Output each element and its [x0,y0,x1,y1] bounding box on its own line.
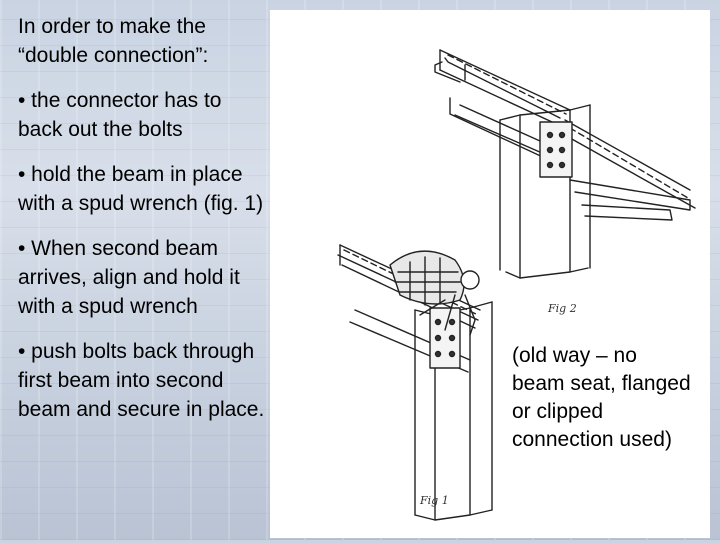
clip-angle-fig1 [429,307,461,369]
fig1-label: Fig 1 [420,494,449,507]
figure-caption: (old way – no beam seat, flanged or clip… [512,344,691,451]
bullet-hold-beam: • hold the beam in place with a spud wre… [18,163,264,215]
intro-paragraph: In order to make the “double connection”… [18,15,209,67]
figure-panel: Fig 2 Fig 1 [270,10,710,538]
beam-left-fig2 [434,49,571,166]
bullet-back-out-bolts: • the connector has to back out the bolt… [18,89,222,141]
bolt-plate-fig2 [539,121,573,178]
bullet-second-beam: • When second beam arrives, align and ho… [18,237,240,318]
ironworker-figure [389,250,480,336]
steel-connection-drawing [337,49,696,521]
fig2-label: Fig 2 [548,302,577,315]
beam-right-fig2 [564,119,696,221]
bullet-push-bolts: • push bolts back through first beam int… [18,340,265,421]
instruction-text: In order to make the “double connection”… [18,12,268,440]
column-fig2 [499,104,591,279]
